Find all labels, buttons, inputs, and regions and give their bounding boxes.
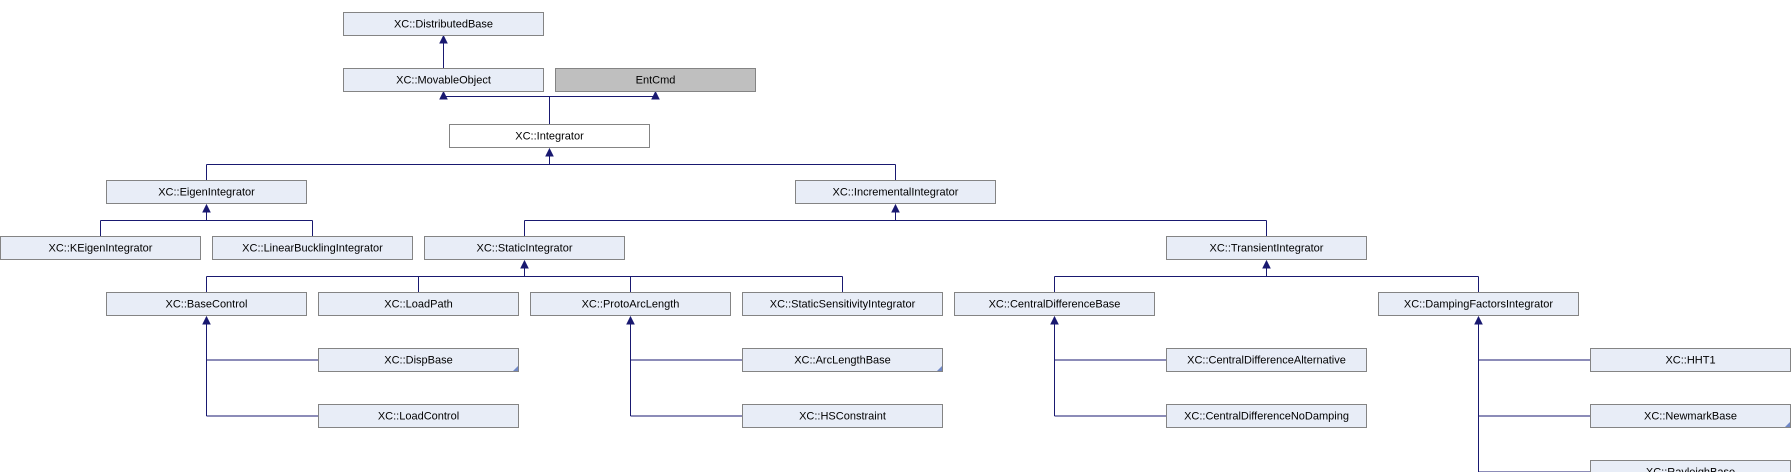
- class-node-keigen-integrator[interactable]: XC::KEigenIntegrator: [0, 236, 201, 260]
- class-node-box: [318, 292, 519, 316]
- class-node-box: [742, 292, 943, 316]
- class-node-rayleigh-base[interactable]: XC::RayleighBase: [1590, 460, 1791, 472]
- class-node-box: [1166, 404, 1367, 428]
- class-node-label: XC::NewmarkBase: [1644, 411, 1737, 423]
- class-node-load-path[interactable]: XC::LoadPath: [318, 292, 519, 316]
- class-node-hht1[interactable]: XC::HHT1: [1590, 348, 1791, 372]
- class-node-disp-base[interactable]: XC::DispBase: [318, 348, 519, 372]
- class-node-label: XC::BaseControl: [166, 299, 248, 311]
- truncated-corner-icon: [1785, 422, 1790, 427]
- class-node-arc-length-base[interactable]: XC::ArcLengthBase: [742, 348, 943, 372]
- class-node-label: XC::HHT1: [1665, 355, 1715, 367]
- class-node-box: [424, 236, 625, 260]
- class-node-integrator: XC::Integrator: [449, 124, 650, 148]
- class-node-static-integrator[interactable]: XC::StaticIntegrator: [424, 236, 625, 260]
- class-node-label: XC::DistributedBase: [394, 19, 493, 31]
- class-node-ent-cmd[interactable]: EntCmd: [555, 68, 756, 92]
- class-node-label: XC::StaticIntegrator: [477, 243, 573, 255]
- class-node-load-control[interactable]: XC::LoadControl: [318, 404, 519, 428]
- class-node-label: XC::IncrementalIntegrator: [833, 187, 959, 199]
- truncated-corner-icon: [513, 366, 518, 371]
- class-node-label: XC::KEigenIntegrator: [49, 243, 153, 255]
- inheritance-arrow-icon: [891, 203, 900, 213]
- class-node-box: [1166, 348, 1367, 372]
- class-node-label: XC::HSConstraint: [799, 411, 886, 423]
- class-node-label: EntCmd: [636, 75, 676, 87]
- class-node-label: XC::DampingFactorsIntegrator: [1404, 299, 1554, 311]
- class-node-box: [742, 348, 943, 372]
- class-node-box: [318, 348, 519, 372]
- class-node-movable-object[interactable]: XC::MovableObject: [343, 68, 544, 92]
- inheritance-arrow-icon: [439, 90, 448, 100]
- class-node-label: XC::DispBase: [384, 355, 452, 367]
- inheritance-edges: [100, 34, 1591, 472]
- inheritance-arrow-icon: [545, 147, 554, 157]
- class-node-box: [795, 180, 996, 204]
- class-node-central-difference-no-damping[interactable]: XC::CentralDifferenceNoDamping: [1166, 404, 1367, 428]
- class-node-static-sensitivity-integrator[interactable]: XC::StaticSensitivityIntegrator: [742, 292, 943, 316]
- inheritance-arrow-icon: [520, 259, 529, 269]
- class-node-box: [318, 404, 519, 428]
- class-node-box: [555, 68, 756, 92]
- class-node-base-control[interactable]: XC::BaseControl: [106, 292, 307, 316]
- class-node-box: [1590, 348, 1791, 372]
- class-node-label: XC::Integrator: [515, 131, 584, 143]
- class-node-label: XC::LoadPath: [384, 299, 453, 311]
- inheritance-arrow-icon: [202, 315, 211, 325]
- class-node-box: [742, 404, 943, 428]
- truncated-corner-icon: [937, 366, 942, 371]
- class-node-box: [343, 12, 544, 36]
- class-node-label: XC::LoadControl: [378, 411, 459, 423]
- class-node-central-difference-base[interactable]: XC::CentralDifferenceBase: [954, 292, 1155, 316]
- class-node-hs-constraint[interactable]: XC::HSConstraint: [742, 404, 943, 428]
- class-node-label: XC::TransientIntegrator: [1210, 243, 1324, 255]
- class-node-label: XC::RayleighBase: [1646, 467, 1735, 472]
- class-node-label: XC::StaticSensitivityIntegrator: [770, 299, 916, 311]
- inheritance-arrow-icon: [439, 34, 448, 44]
- class-node-label: XC::MovableObject: [396, 75, 491, 87]
- class-node-box: [530, 292, 731, 316]
- class-node-label: XC::CentralDifferenceNoDamping: [1184, 411, 1349, 423]
- class-node-box: [1166, 236, 1367, 260]
- class-node-label: XC::CentralDifferenceBase: [989, 299, 1121, 311]
- class-node-box: [106, 292, 307, 316]
- class-node-label: XC::LinearBucklingIntegrator: [242, 243, 383, 255]
- inheritance-arrow-icon: [651, 90, 660, 100]
- class-node-box: [954, 292, 1155, 316]
- class-node-box: [1378, 292, 1579, 316]
- class-node-newmark-base[interactable]: XC::NewmarkBase: [1590, 404, 1791, 428]
- class-node-box: [0, 236, 201, 260]
- class-node-box: [212, 236, 413, 260]
- class-node-distributed-base[interactable]: XC::DistributedBase: [343, 12, 544, 36]
- class-node-central-difference-alternative[interactable]: XC::CentralDifferenceAlternative: [1166, 348, 1367, 372]
- class-node-incremental-integrator[interactable]: XC::IncrementalIntegrator: [795, 180, 996, 204]
- class-node-damping-factors-integrator[interactable]: XC::DampingFactorsIntegrator: [1378, 292, 1579, 316]
- inheritance-arrow-icon: [1262, 259, 1271, 269]
- class-node-box: [449, 124, 650, 148]
- class-node-label: XC::ProtoArcLength: [582, 299, 680, 311]
- class-node-transient-integrator[interactable]: XC::TransientIntegrator: [1166, 236, 1367, 260]
- class-node-label: XC::EigenIntegrator: [158, 187, 255, 199]
- inheritance-arrow-icon: [1474, 315, 1483, 325]
- inheritance-arrow-icon: [202, 203, 211, 213]
- class-node-label: XC::ArcLengthBase: [794, 355, 891, 367]
- inheritance-arrow-icon: [1050, 315, 1059, 325]
- class-node-box: [1590, 404, 1791, 428]
- class-node-box: [1590, 460, 1791, 472]
- class-node-label: XC::CentralDifferenceAlternative: [1187, 355, 1346, 367]
- class-node-proto-arc-length[interactable]: XC::ProtoArcLength: [530, 292, 731, 316]
- inheritance-arrow-icon: [626, 315, 635, 325]
- class-node-eigen-integrator[interactable]: XC::EigenIntegrator: [106, 180, 307, 204]
- class-node-box: [106, 180, 307, 204]
- class-node-linear-buckling-integrator[interactable]: XC::LinearBucklingIntegrator: [212, 236, 413, 260]
- class-node-box: [343, 68, 544, 92]
